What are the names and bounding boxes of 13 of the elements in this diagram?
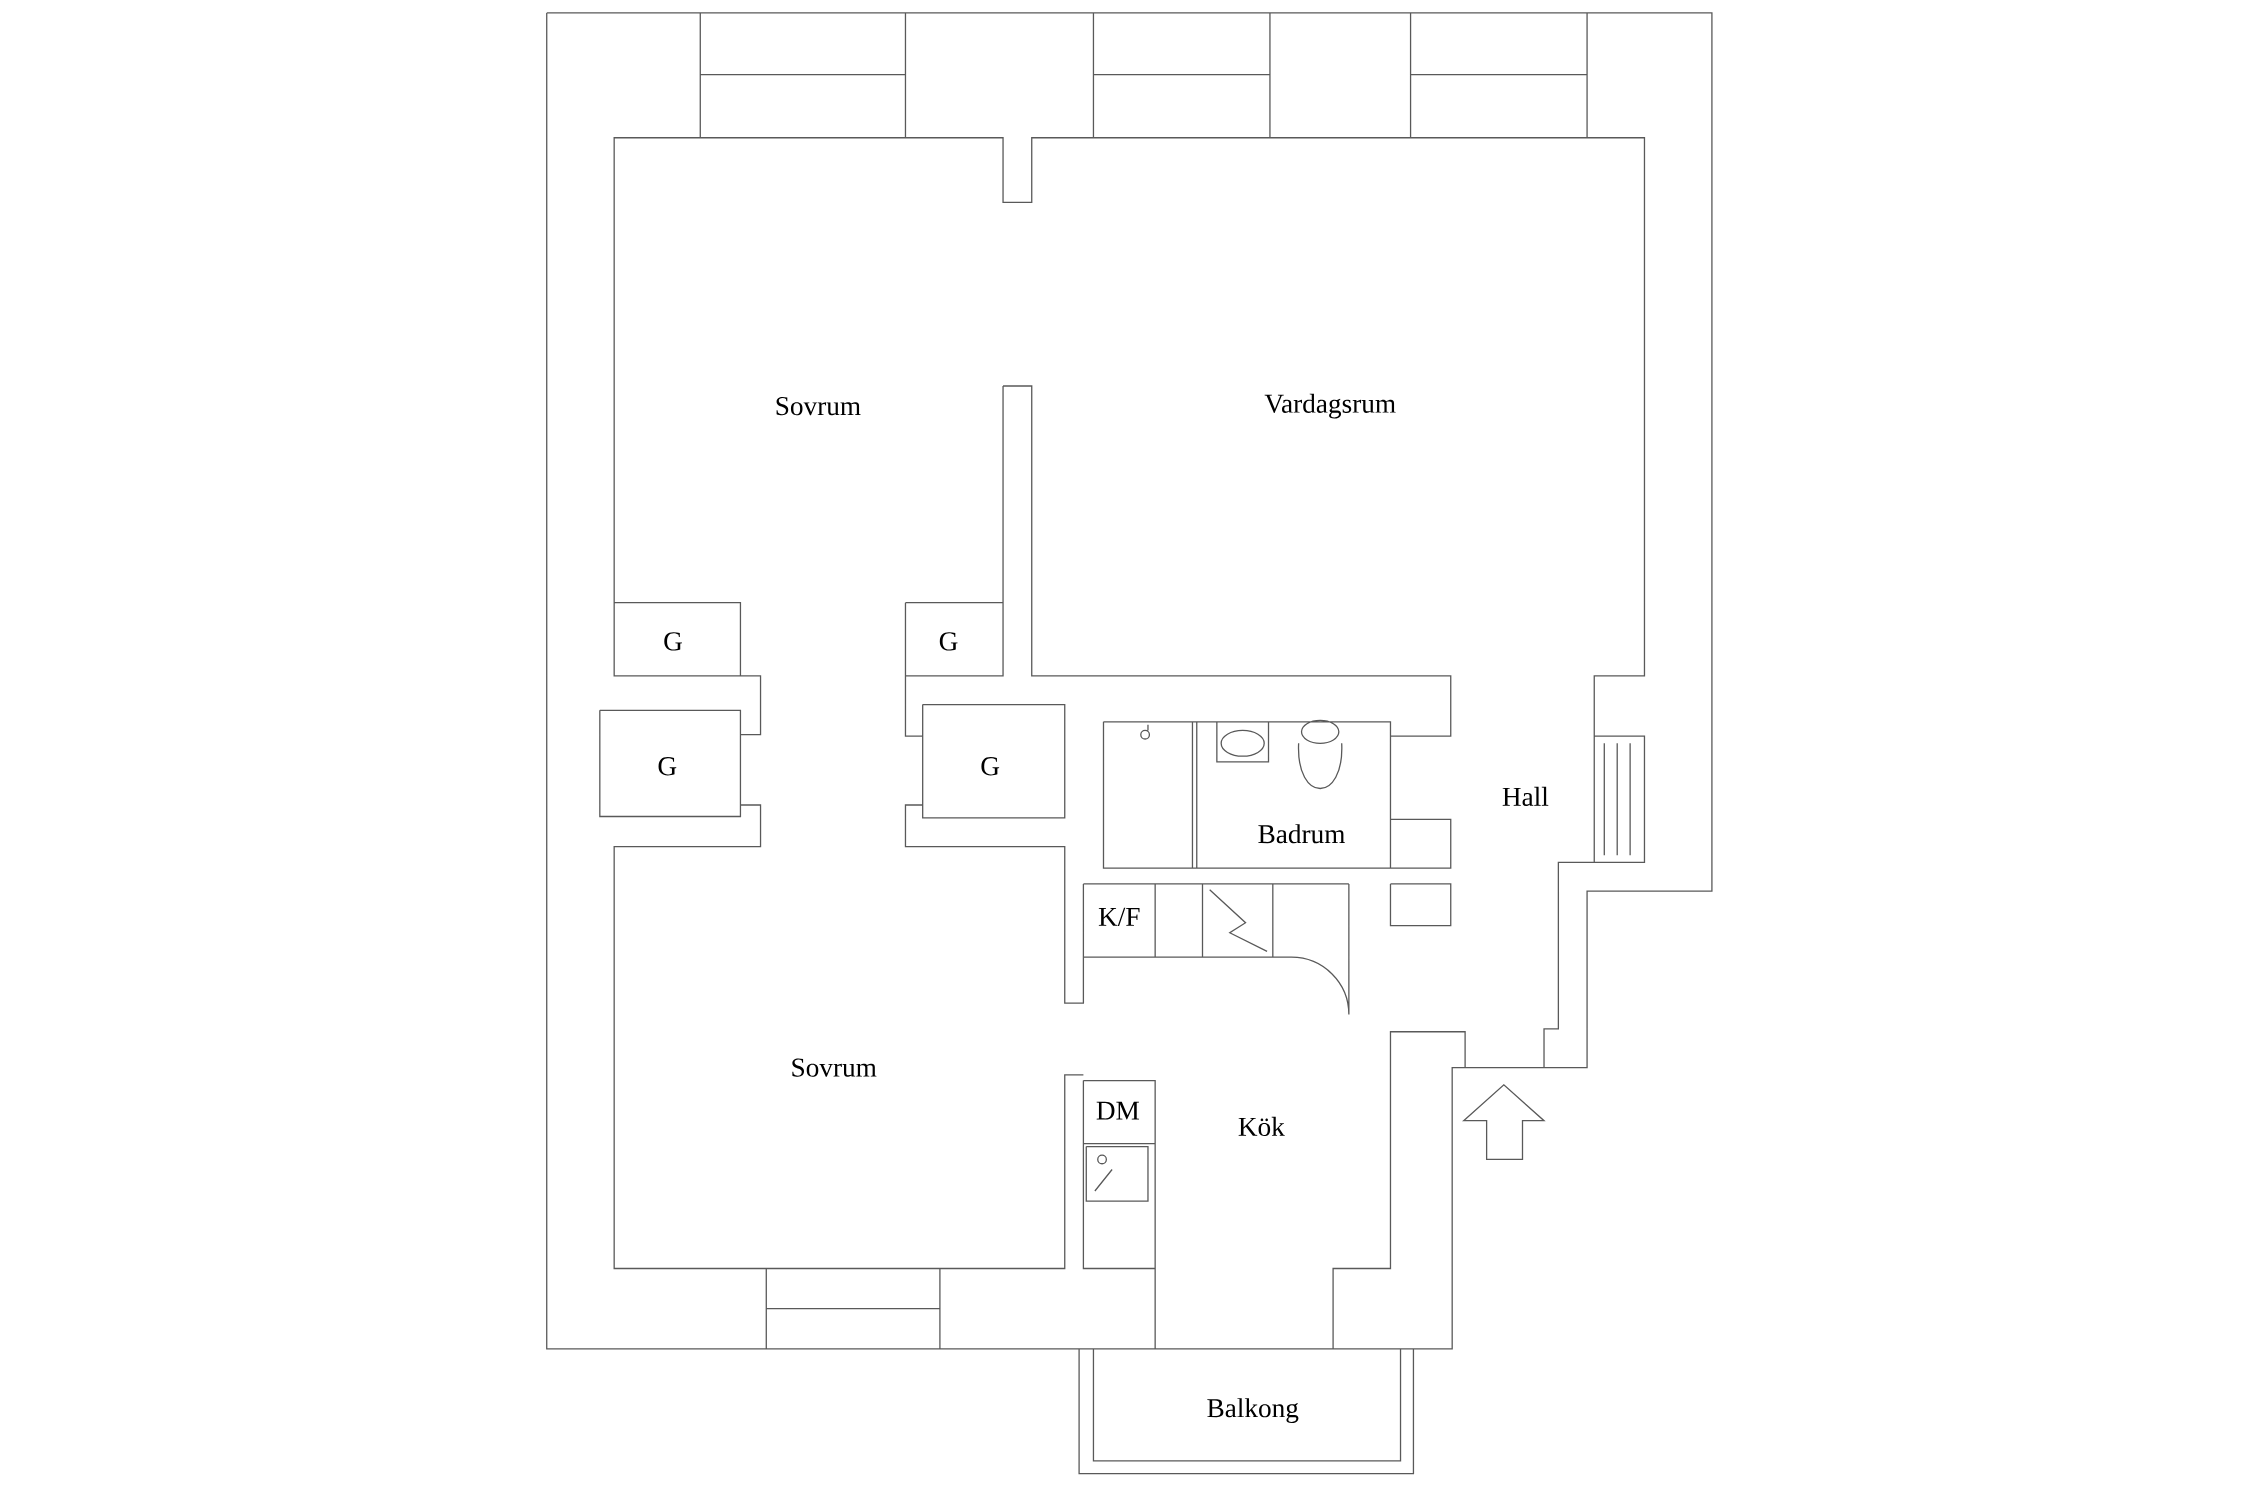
room-label: G	[664, 632, 682, 651]
room-label: Hall	[1502, 787, 1549, 807]
room-label: Sovrum	[792, 1058, 877, 1077]
room-label: DM	[1096, 1101, 1139, 1120]
room-label: Vardagsrum	[1264, 393, 1396, 419]
room-label: G	[658, 757, 677, 776]
room-label: Kök	[1238, 1117, 1285, 1137]
room-label: Sovrum	[776, 397, 861, 416]
room-label: Balkong	[1207, 1398, 1299, 1424]
room-label: Badrum	[1258, 824, 1345, 844]
room-label: G	[939, 632, 958, 651]
room-label: G	[981, 757, 1000, 776]
room-label: K/F	[1098, 908, 1140, 927]
